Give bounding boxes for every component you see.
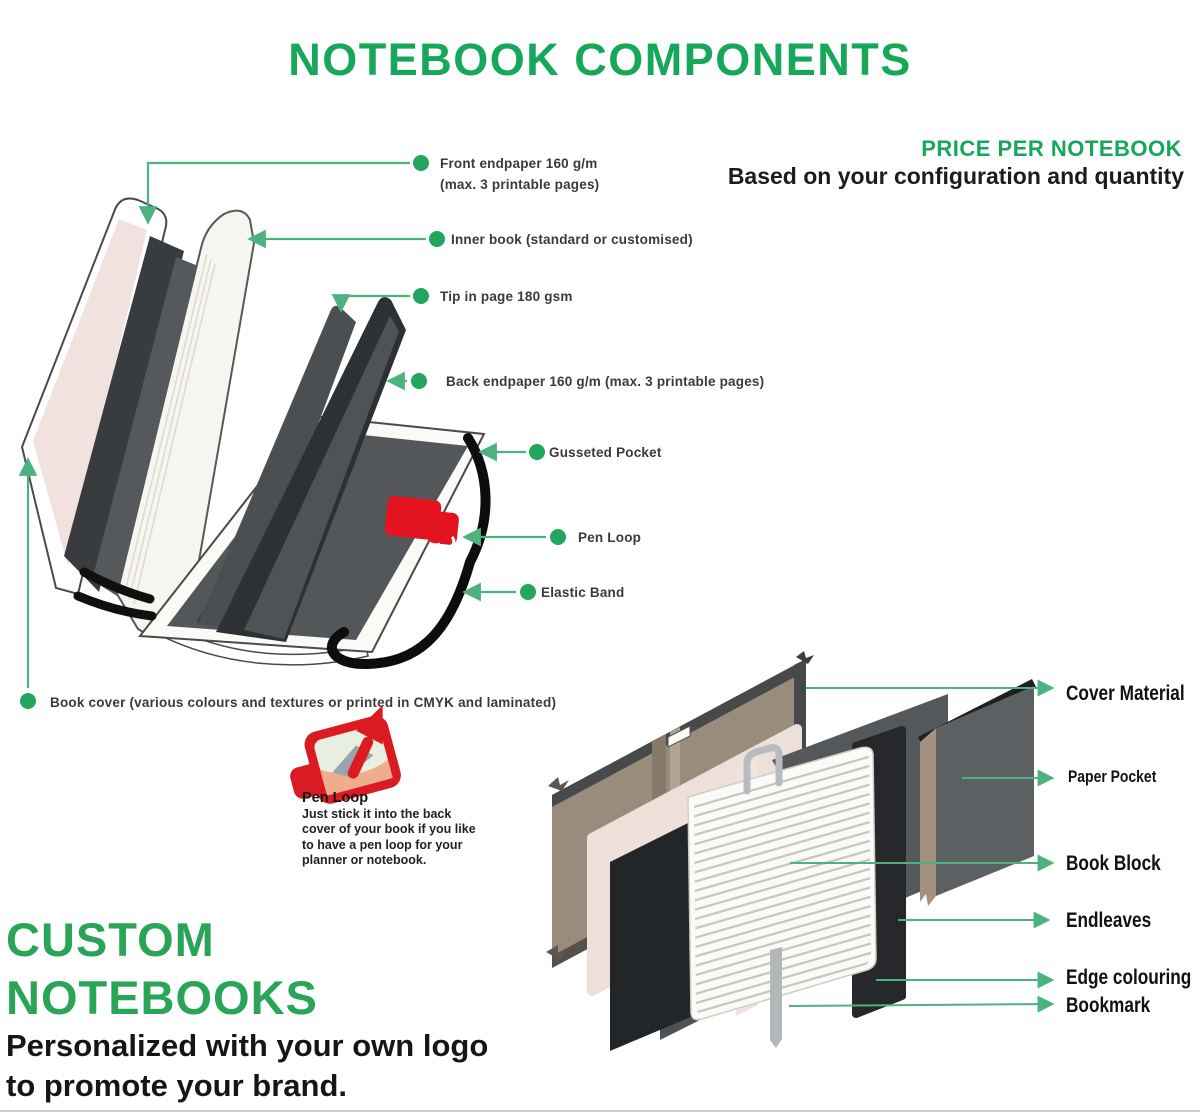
pen-loop-sticker-icon: [290, 705, 401, 804]
front-endpaper-shape: [33, 219, 147, 566]
page-title: NOTEBOOK COMPONENTS: [288, 34, 912, 85]
label-book-cover: Book cover (various colours and textures…: [50, 695, 557, 710]
paper-pocket-shape: [918, 679, 1036, 906]
footer-headline-line2: NOTEBOOKS: [6, 971, 318, 1024]
label-elastic-band: Elastic Band: [541, 585, 625, 600]
footer-subline-1: Personalized with your own logo: [6, 1028, 489, 1063]
label-endleaves: Endleaves: [1066, 909, 1152, 932]
label-front-endpaper-line2: (max. 3 printable pages): [440, 177, 600, 192]
label-inner-book: Inner book (standard or customised): [451, 232, 693, 247]
label-tip-in-page: Tip in page 180 gsm: [440, 289, 573, 304]
back-endpaper-shape: [216, 296, 406, 642]
open-notebook-illustration: [20, 197, 491, 670]
elastic-band-shape: [327, 433, 491, 670]
label-book-block: Book Block: [1066, 852, 1161, 875]
open-notebook-callout-lines: [18, 161, 546, 688]
price-heading: PRICE PER NOTEBOOK: [921, 136, 1182, 161]
dark-page-shape: [64, 236, 184, 592]
label-bookmark: Bookmark: [1066, 994, 1151, 1017]
pen-loop-note-title: Pen Loop: [302, 790, 369, 806]
pen-loop-shape: [384, 495, 459, 550]
label-gusseted-pocket: Gusseted Pocket: [549, 445, 662, 460]
label-paper-pocket: Paper Pocket: [1068, 767, 1157, 786]
label-back-endpaper: Back endpaper 160 g/m (max. 3 printable …: [446, 374, 765, 389]
label-front-endpaper-line1: Front endpaper 160 g/m: [440, 156, 598, 171]
label-cover-material: Cover Material: [1066, 682, 1185, 705]
label-edge-colouring: Edge colouring: [1066, 966, 1192, 989]
price-subheading: Based on your configuration and quantity: [727, 163, 1184, 189]
open-notebook-callout-dots: [20, 155, 566, 709]
bottom-divider: [0, 1110, 1200, 1112]
footer-subline-2: to promote your brand.: [6, 1068, 347, 1103]
exploded-notebook-callout-lines: [788, 679, 1055, 1013]
footer-headline-line1: CUSTOM: [6, 913, 215, 966]
bookmark-ribbons-shape: [79, 567, 155, 604]
label-pen-loop: Pen Loop: [578, 530, 642, 545]
pen-loop-note: Pen Loop Just stick it into the back cov…: [302, 790, 480, 868]
exploded-notebook-illustration: [546, 651, 1036, 1051]
bookmark-ribbon-shape: [770, 947, 782, 1048]
tip-in-page-shape: [198, 305, 356, 630]
pen-loop-note-body: Just stick it into the back cover of you…: [302, 807, 476, 867]
